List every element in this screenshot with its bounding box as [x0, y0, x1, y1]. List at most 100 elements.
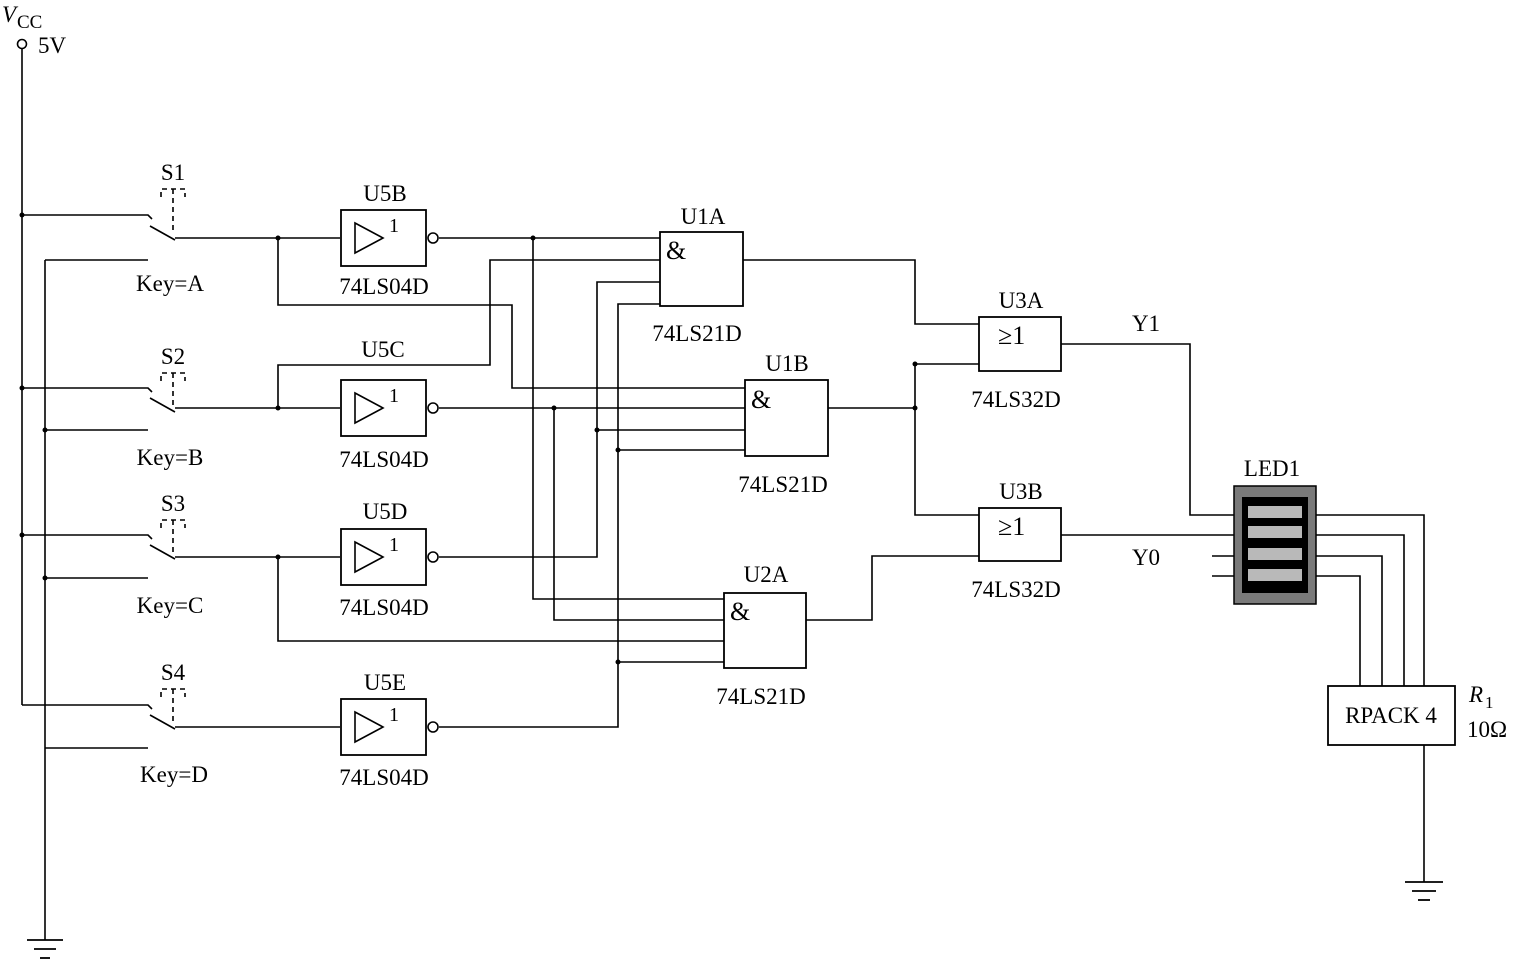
- and-gate-u1b-symbol: &: [751, 385, 771, 414]
- led-ref: LED1: [1244, 456, 1300, 481]
- or-gate-u3b: ≥1 U3B 74LS32D: [971, 479, 1062, 602]
- s1-wires: [22, 214, 340, 261]
- wire-d-inverted: [439, 303, 745, 728]
- resistor-part: RPACK 4: [1345, 703, 1437, 728]
- inverter-u5c-bubble: [427, 402, 439, 414]
- inverter-u5e-triangle: [354, 710, 385, 744]
- or-gate-u3a-symbol: ≥1: [998, 321, 1025, 350]
- vcc-terminal-circle: [16, 38, 28, 50]
- led-segment: [1248, 548, 1302, 560]
- led-to-rpack: [1316, 514, 1425, 686]
- inverter-u5b-bubble: [427, 232, 439, 244]
- and-gate-u1b-ref: U1B: [765, 351, 808, 376]
- wire-b-direct: [277, 259, 660, 408]
- inverter-u5d-triangle: [354, 540, 385, 574]
- inverter-u5d-part: 74LS04D: [339, 595, 428, 620]
- switch-s1[interactable]: S1 Key=A: [136, 160, 204, 296]
- and-gate-u1a: & U1A 74LS21D: [652, 204, 744, 346]
- vcc-name: V: [2, 2, 19, 27]
- switch-s3-ref: S3: [161, 491, 185, 516]
- vcc-terminal: V CC 5V: [2, 2, 67, 58]
- resistor-ref-subscript: 1: [1485, 693, 1494, 712]
- output-y1-label: Y1: [1132, 311, 1160, 336]
- and-gate-u2a: & U2A 74LS21D: [716, 562, 807, 709]
- inverter-u5c-part: 74LS04D: [339, 447, 428, 472]
- inverter-u5e: 1 U5E 74LS04D: [339, 670, 439, 790]
- wire-y1: [1061, 343, 1234, 516]
- s3-wires: [22, 534, 340, 579]
- wire-u1b-out: [828, 363, 979, 516]
- switch-s1-ref: S1: [161, 160, 185, 185]
- junctions: [19, 212, 918, 665]
- switch-s4[interactable]: S4 Key=D: [140, 660, 208, 787]
- or-gate-u3a-ref: U3A: [999, 288, 1044, 313]
- and-gate-u1a-symbol: &: [666, 236, 686, 265]
- output-y0-label: Y0: [1132, 545, 1160, 570]
- wire-c-inverted: [439, 281, 745, 558]
- switch-s4-key: Key=D: [140, 762, 208, 787]
- and-gate-u1b: & U1B 74LS21D: [738, 351, 829, 497]
- inverter-u5d: 1 U5D 74LS04D: [339, 499, 439, 620]
- or-gate-u3b-symbol: ≥1: [998, 512, 1025, 541]
- wires: [19, 48, 1425, 940]
- switch-s4-ref: S4: [161, 660, 186, 685]
- wire-a-direct: [277, 238, 745, 389]
- switch-s3-actuator: [160, 519, 186, 552]
- wire-u2a-out: [806, 555, 979, 621]
- inverter-u5c-triangle: [354, 391, 385, 425]
- inverter-u5c-symbol: 1: [389, 385, 399, 407]
- inverter-u5b: 1 U5B 74LS04D: [339, 181, 439, 299]
- inverter-u5b-triangle: [354, 221, 385, 255]
- and-gate-u2a-part: 74LS21D: [716, 684, 805, 709]
- vcc-value: 5V: [38, 33, 67, 58]
- switch-s2-actuator: [160, 372, 186, 405]
- led-bar-display: LED1: [1233, 456, 1317, 605]
- led-unused-pins: [1212, 555, 1234, 577]
- wire-u1a-out: [743, 259, 979, 325]
- inverter-u5e-part: 74LS04D: [339, 765, 428, 790]
- inverter-u5e-bubble: [427, 721, 439, 733]
- switch-s1-actuator: [160, 188, 186, 232]
- resistor-ref: R: [1468, 682, 1483, 707]
- wire-a-inverted: [439, 237, 724, 600]
- inverter-u5c-ref: U5C: [361, 337, 404, 362]
- and-gate-u2a-symbol: &: [730, 597, 750, 626]
- inverter-u5e-ref: U5E: [364, 670, 406, 695]
- wire-b-inverted: [439, 407, 745, 621]
- switch-s2[interactable]: S2 Key=B: [137, 344, 204, 470]
- ground-symbol-left: [27, 939, 63, 959]
- and-gate-u2a-ref: U2A: [744, 562, 789, 587]
- switch-s2-ref: S2: [161, 344, 185, 369]
- s4-wires: [22, 704, 340, 749]
- or-gate-u3b-ref: U3B: [999, 479, 1042, 504]
- inverter-u5b-symbol: 1: [389, 215, 399, 237]
- resistor-pack: RPACK 4 R 1 10Ω: [1327, 682, 1507, 746]
- resistor-value: 10Ω: [1467, 717, 1507, 742]
- wire-c-direct: [277, 557, 724, 642]
- led-segment: [1248, 569, 1302, 581]
- led-segment: [1248, 526, 1302, 538]
- and-gate-u1b-part: 74LS21D: [738, 472, 827, 497]
- inverter-u5d-symbol: 1: [389, 534, 399, 556]
- inverter-u5b-part: 74LS04D: [339, 274, 428, 299]
- inverter-u5d-ref: U5D: [363, 499, 408, 524]
- and-gate-u1a-part: 74LS21D: [652, 321, 741, 346]
- switch-s3-key: Key=C: [137, 593, 204, 618]
- inverter-u5c: 1 U5C 74LS04D: [339, 337, 439, 472]
- switch-s3[interactable]: S3 Key=C: [137, 491, 204, 618]
- led-segment: [1248, 506, 1302, 518]
- switch-s4-actuator: [160, 688, 186, 722]
- s2-wires: [22, 387, 340, 431]
- and-gate-u1a-ref: U1A: [681, 204, 726, 229]
- inverter-u5d-bubble: [427, 551, 439, 563]
- inverter-u5e-symbol: 1: [389, 704, 399, 726]
- switch-s1-key: Key=A: [136, 271, 204, 296]
- or-gate-u3b-part: 74LS32D: [971, 577, 1060, 602]
- inverter-u5b-ref: U5B: [363, 181, 406, 206]
- switch-s2-key: Key=B: [137, 445, 204, 470]
- ground-symbol-right: [1405, 881, 1443, 901]
- or-gate-u3a: ≥1 U3A 74LS32D: [971, 288, 1062, 412]
- vcc-subscript: CC: [17, 12, 42, 33]
- or-gate-u3a-part: 74LS32D: [971, 387, 1060, 412]
